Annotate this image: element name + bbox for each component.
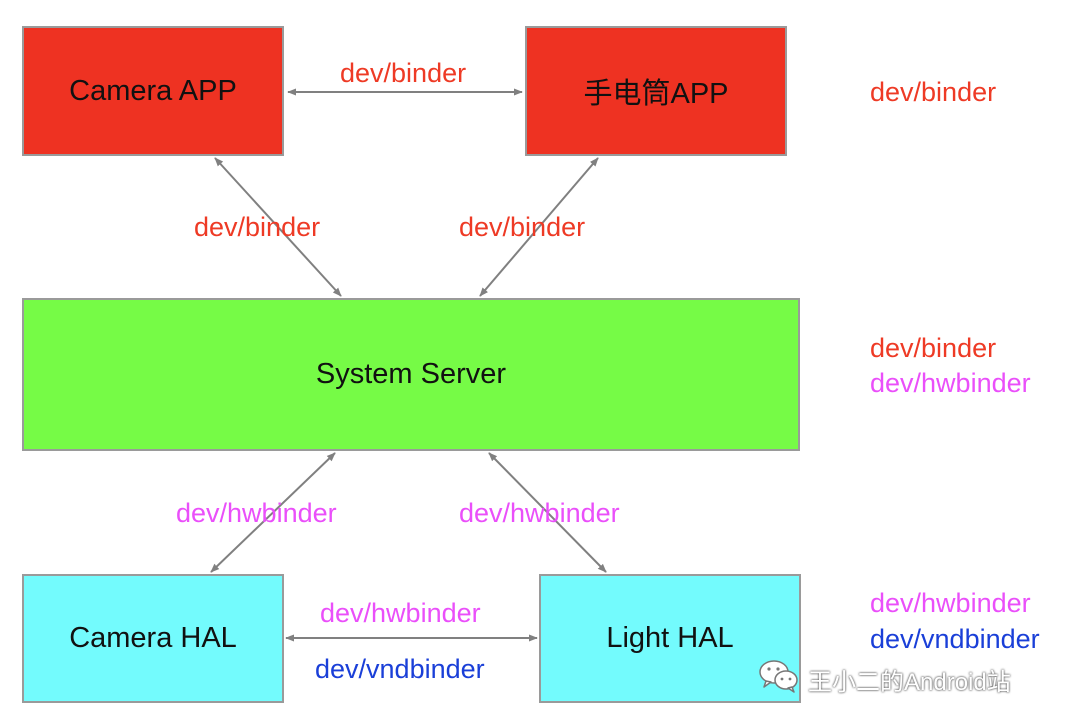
legend-hal-vndbinder: dev/vndbinder [870,624,1040,654]
legend-hal-hwbinder: dev/hwbinder [870,588,1031,618]
edge-label-server-camera-hal: dev/hwbinder [176,498,337,528]
system-server-box: System Server [22,298,800,451]
edge-label-apps: dev/binder [340,58,467,88]
flashlight-app-label: 手电筒APP [583,78,729,110]
light-hal-label: Light HAL [606,622,734,654]
legend-server-binder: dev/binder [870,333,997,363]
light-hal-box: Light HAL [539,574,801,703]
legend-server-hwbinder: dev/hwbinder [870,368,1031,398]
arrow-flashlight-app-server [479,157,599,297]
edge-label-flashlight-app-server: dev/binder [459,212,586,242]
arrow-server-light-hal [488,452,607,573]
arrow-camera-app-server [214,157,342,297]
edge-label-hals-top: dev/hwbinder [320,598,481,628]
watermark: 王小二的Android站 [758,658,1011,701]
arrow-server-camera-hal [210,452,336,573]
flashlight-app-box: 手电筒APP [525,26,787,156]
camera-hal-box: Camera HAL [22,574,284,703]
camera-app-label: Camera APP [69,74,237,107]
camera-app-box: Camera APP [22,26,284,156]
system-server-label: System Server [315,358,507,390]
edge-label-hals-bottom: dev/vndbinder [315,654,485,684]
camera-hal-label: Camera HAL [69,622,237,654]
edge-label-server-light-hal: dev/hwbinder [459,498,620,528]
legend-app-binder: dev/binder [870,77,997,107]
edge-label-camera-app-server: dev/binder [194,212,321,242]
wechat-icon [758,658,800,701]
watermark-text: 王小二的Android站 [808,669,1011,696]
